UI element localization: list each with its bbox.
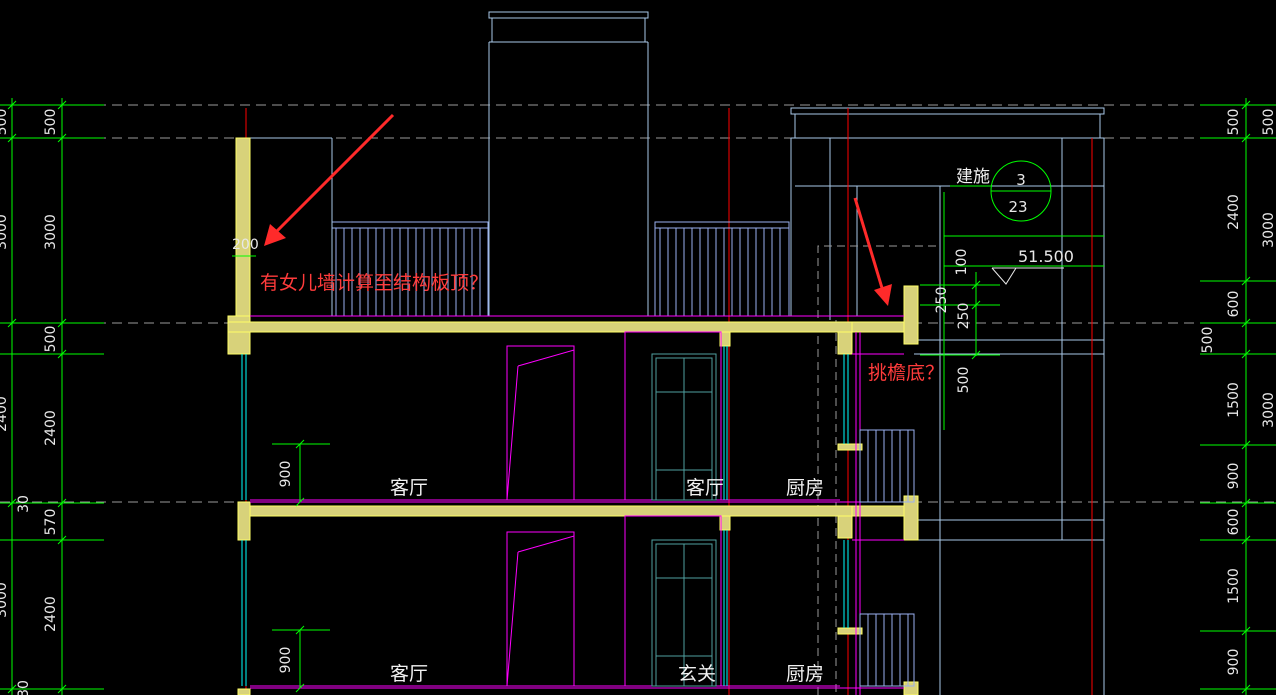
arrow-head-eave [874, 284, 892, 306]
left-dimension-chain [0, 98, 104, 695]
room-entry-lower: 玄关 [678, 663, 716, 685]
right-dimension-text: 500 2400 600 1500 900 600 1500 900 500 5… [1200, 109, 1276, 676]
dim-right-edge-3000: 3000 [1261, 212, 1276, 248]
dim-left-500-mid: 500 [43, 326, 59, 353]
dim-right-900-lower: 900 [1226, 649, 1242, 676]
dim-left-edge-3000: 3000 [0, 214, 10, 250]
roof-railing-left [331, 221, 489, 317]
dim-right-600-lower: 600 [1226, 509, 1242, 536]
annotation-arrows [264, 113, 892, 306]
dim-right-500-top: 500 [1226, 109, 1242, 136]
annotation-parapet-question: 有女儿墙计算至结构板顶？ [260, 272, 488, 294]
roof-tower [488, 11, 649, 316]
room-kitchen-lower: 厨房 [786, 663, 824, 685]
dim-left-edge-500: 500 [0, 109, 10, 136]
dim-left-570: 570 [43, 509, 59, 536]
dim-eave-250-b: 250 [956, 303, 972, 330]
right-roof-block [790, 107, 1105, 695]
dim-eave-100: 100 [954, 249, 970, 276]
grid-axes [245, 108, 1093, 695]
room-living-upper-right: 客厅 [686, 477, 724, 499]
arrow-line-eave [853, 197, 884, 289]
balcony-railings [859, 429, 915, 687]
detail-reference-sheet: 23 [1008, 198, 1027, 216]
hidden-lines [817, 245, 940, 695]
dim-right-900-upper: 900 [1226, 463, 1242, 490]
eave-dimensions [920, 192, 1104, 430]
dim-parapet-200: 200 [232, 237, 259, 253]
dim-sill-900-lower: 900 [278, 647, 294, 674]
dim-left-3000: 3000 [43, 214, 59, 250]
dim-sill-900-upper: 900 [278, 461, 294, 488]
dim-right-edge-500: 500 [1261, 109, 1276, 136]
right-dimension-chain [1200, 98, 1276, 695]
room-kitchen-upper: 厨房 [786, 477, 824, 499]
dim-left-30-bottom: 30 [16, 680, 32, 695]
arrow-head-parapet [264, 224, 286, 246]
room-living-lower-left: 客厅 [390, 663, 428, 685]
dim-left-30: 30 [16, 495, 32, 513]
roof-railing-right [654, 221, 790, 317]
dim-left-2400-lower: 2400 [43, 596, 59, 632]
dim-right-500-side: 500 [1200, 327, 1216, 354]
arrow-line-parapet [274, 113, 395, 234]
left-dimension-text: 500 3000 500 2400 30 570 2400 30 500 300… [0, 109, 59, 695]
glazing [241, 346, 849, 686]
detail-reference-number: 3 [1016, 171, 1026, 189]
structure [227, 137, 919, 695]
interior-lines [250, 315, 904, 695]
room-living-upper-left: 客厅 [390, 477, 428, 499]
entry-doors [651, 353, 717, 687]
dim-left-edge-3000-low: 3000 [0, 582, 10, 618]
dim-eave-250-a: 250 [934, 287, 950, 314]
dim-right-edge-3000-low: 3000 [1261, 392, 1276, 428]
elevation-value: 51.500 [1018, 247, 1074, 266]
dim-left-2400-upper: 2400 [43, 410, 59, 446]
elevation-marker: 51.500 [991, 247, 1074, 285]
room-labels: 客厅 客厅 厨房 客厅 玄关 厨房 [390, 477, 824, 685]
detail-reference: 建施 3 23 [950, 160, 1052, 222]
annotation-eave-question: 挑檐底？ [868, 362, 944, 384]
dim-right-2400: 2400 [1226, 194, 1242, 230]
level-lines [0, 104, 1276, 503]
dim-right-1500-upper: 1500 [1226, 382, 1242, 418]
dim-left-500-top: 500 [43, 109, 59, 136]
sill-dimensions [232, 255, 330, 693]
dim-eave-500: 500 [956, 367, 972, 394]
dim-right-1500-lower: 1500 [1226, 568, 1242, 604]
detail-reference-label: 建施 [956, 167, 990, 187]
dim-left-edge-2400: 2400 [0, 396, 10, 432]
dim-right-600-upper: 600 [1226, 291, 1242, 318]
